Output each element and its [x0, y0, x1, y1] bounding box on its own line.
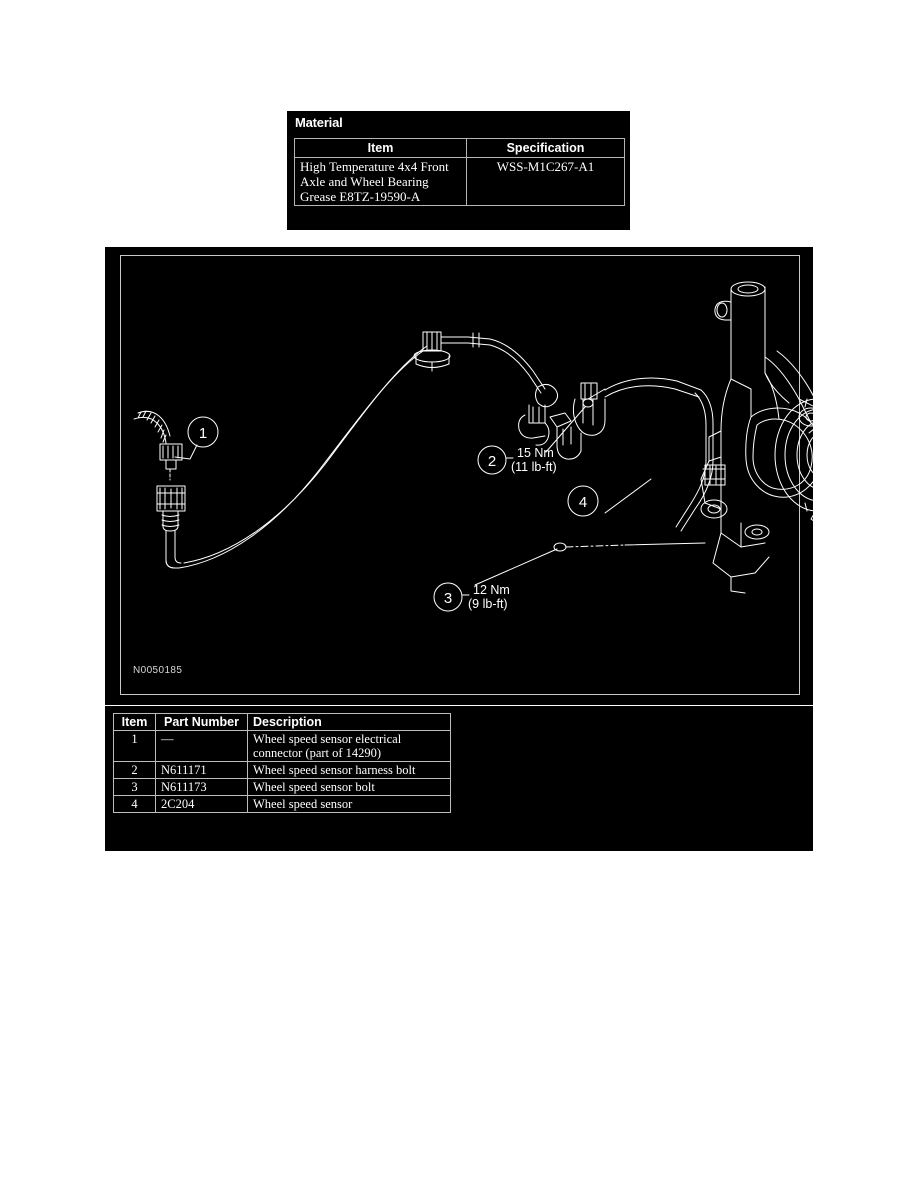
parts-row-item: 2	[113, 761, 156, 779]
callout-3-torque-metric: 12 Nm	[473, 583, 510, 597]
parts-header-part-number: Part Number	[155, 713, 248, 731]
svg-text:2: 2	[488, 453, 496, 470]
parts-table-panel: Item Part Number Description 1 — Wheel s…	[105, 706, 813, 851]
material-table-panel: Material Item Specification High Tempera…	[287, 111, 630, 230]
parts-row-item: 1	[113, 730, 156, 762]
parts-list-table: Item Part Number Description 1 — Wheel s…	[113, 713, 451, 813]
callout-leader-lines	[174, 388, 706, 586]
svg-text:1: 1	[199, 425, 207, 442]
sensor-harness-cable	[178, 345, 428, 569]
parts-row-part-number: N611173	[155, 778, 248, 796]
harness-second-clamp	[572, 377, 702, 436]
parts-row-part-number: 2C204	[155, 795, 248, 813]
parts-row-description: Wheel speed sensor	[247, 795, 451, 813]
material-item-specification: WSS-M1C267-A1	[466, 157, 625, 206]
wheel-speed-sensor-lead	[675, 389, 726, 532]
harness-retainer-clip	[413, 331, 451, 372]
material-title: Material	[295, 115, 343, 130]
callout-2-torque-imperial: (11 lb-ft)	[511, 460, 557, 474]
harness-center-clamp	[518, 383, 582, 460]
material-item-name: High Temperature 4x4 Front Axle and Whee…	[294, 157, 467, 206]
callout-2-torque-metric: 15 Nm	[517, 446, 554, 460]
figure-id-label: N0050185	[133, 665, 183, 676]
material-specification-table: Item Specification High Temperature 4x4 …	[294, 138, 625, 206]
parts-row-part-number: —	[155, 730, 248, 762]
table-row: 2 N611171 Wheel speed sensor harness bol…	[113, 761, 451, 779]
svg-text:4: 4	[579, 494, 587, 511]
harness-upper-run	[440, 332, 546, 394]
wheel-speed-sensor-illustration-panel: 1 2 3 4 15 Nm (11 lb-ft) 12 Nm (9 lb-ft)	[105, 247, 813, 705]
wheel-speed-sensor-diagram: 1 2 3 4 15 Nm (11 lb-ft) 12 Nm (9 lb-ft)	[133, 281, 813, 612]
parts-row-item: 4	[113, 795, 156, 813]
parts-header-description: Description	[247, 713, 451, 731]
steering-knuckle-graphic	[700, 281, 813, 594]
material-header-row: Item Specification	[294, 138, 625, 158]
illustration-border	[120, 255, 800, 695]
table-row: 3 N611173 Wheel speed sensor bolt	[113, 778, 451, 796]
parts-row-part-number: N611171	[155, 761, 248, 779]
callout-bubble-2: 2	[477, 445, 514, 475]
callout-3-torque-imperial: (9 lb-ft)	[468, 597, 508, 611]
wheel-speed-sensor-connector-graphic	[133, 410, 186, 569]
callout-bubble-4: 4	[567, 485, 599, 517]
parts-row-item: 3	[113, 778, 156, 796]
svg-text:3: 3	[444, 590, 452, 607]
wheel-hub-graphic	[774, 398, 813, 521]
table-row: 4 2C204 Wheel speed sensor	[113, 795, 451, 813]
callout-bubble-1: 1	[187, 416, 219, 448]
material-header-item: Item	[294, 138, 467, 158]
callout-bubble-3: 3	[433, 582, 470, 612]
parts-row-description: Wheel speed sensor harness bolt	[247, 761, 451, 779]
table-row: 1 — Wheel speed sensor electrical connec…	[113, 730, 451, 762]
parts-header-item: Item	[113, 713, 156, 731]
parts-header-row: Item Part Number Description	[113, 713, 451, 731]
parts-row-description: Wheel speed sensor electrical connector …	[247, 730, 451, 762]
material-header-specification: Specification	[466, 138, 625, 158]
parts-row-description: Wheel speed sensor bolt	[247, 778, 451, 796]
material-row: High Temperature 4x4 Front Axle and Whee…	[294, 157, 625, 206]
